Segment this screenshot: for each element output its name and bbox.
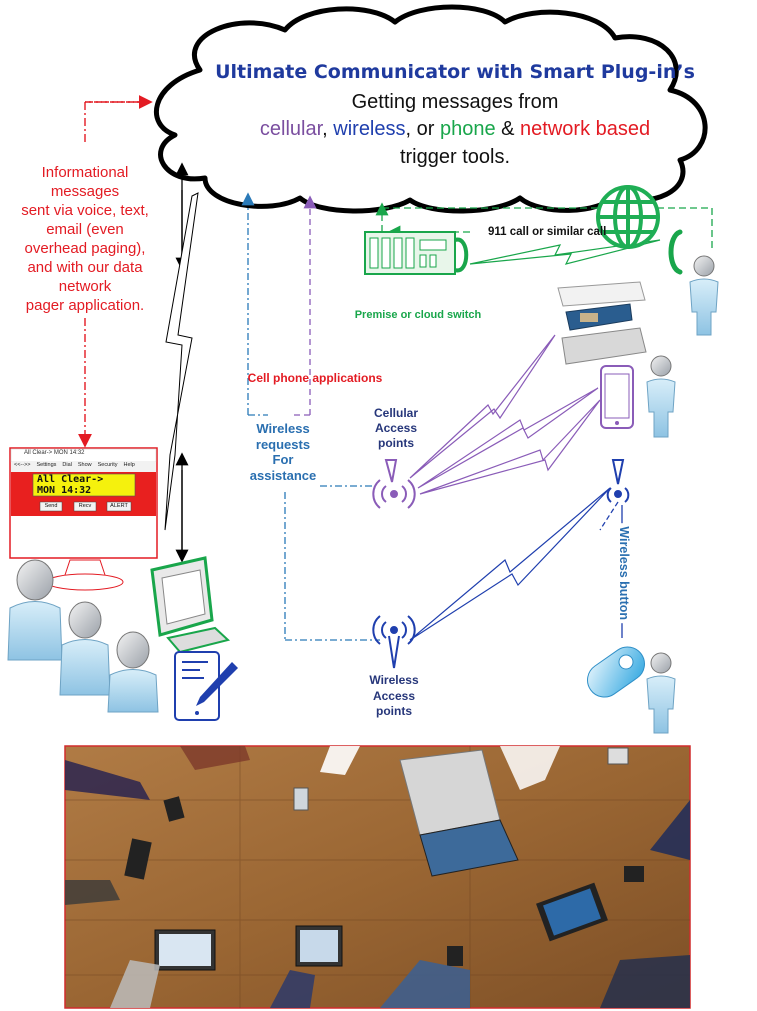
cloud-trigger-part-6: network based [520, 118, 651, 140]
cellular-tower-icon [372, 459, 416, 509]
wireless-requests-path [241, 192, 380, 641]
label-cell-phone-apps: Cell phone applications [247, 371, 383, 385]
person-icon-button [646, 652, 676, 734]
cloud-trigger-tools: trigger tools. [399, 146, 511, 168]
cloud-trigger-part-0: cellular [259, 118, 323, 140]
info-text-line-7: pager application. [25, 297, 145, 314]
pager-display-line2: MON 14:32 [37, 485, 92, 496]
label-911-call: 911 call or similar call [488, 226, 607, 238]
cloud-trigger-sources: cellular, wireless, or phone & network b… [180, 118, 730, 141]
pager-menu-item-2[interactable]: Dial [62, 462, 72, 468]
pager-send-button[interactable]: Send [44, 503, 58, 509]
wireless-requests-line-3: assistance [249, 467, 317, 483]
person-icon-left-1 [7, 559, 63, 661]
pager-window-title: All Clear-> MON 14:32 [24, 450, 85, 456]
cloud-trigger-part-4: phone [439, 118, 496, 140]
wireless-tower-icon [372, 615, 416, 669]
label-premise-switch: Premise or cloud switch [354, 309, 482, 321]
pager-menu-item-5[interactable]: Help [123, 462, 135, 468]
cell-app-path [290, 195, 317, 416]
wireless-lightning [409, 487, 611, 641]
info-text-line-5: and with our data [27, 259, 143, 276]
pager-display-line1: All Clear-> [37, 474, 104, 485]
person-icon-phone [689, 255, 719, 336]
person-icon-left-3 [107, 631, 159, 713]
cloud-trigger-part-3: , or [405, 118, 440, 140]
wireless-requests-line-2: For [272, 452, 294, 467]
person-icon-cellular [646, 355, 676, 438]
cloud-trigger-part-5: & [495, 118, 521, 140]
cellular-ap-line-1: Access [374, 421, 418, 435]
cellular-ap-line-2: points [378, 436, 414, 450]
cloud-trigger-part-2: wireless [333, 118, 406, 140]
pager-menu-item-3[interactable]: Show [77, 462, 92, 468]
info-text-line-1: messages [50, 183, 120, 200]
cloud-title: Ultimate Communicator with Smart Plug-in… [215, 61, 695, 83]
button-link-line [599, 501, 619, 531]
wireless-requests-line-0: Wireless [256, 421, 310, 436]
pager-menu-bar[interactable]: <<-->> Settings Dial Show Security Help [14, 462, 154, 468]
handset-icon [668, 229, 683, 275]
pager-menu-item-4[interactable]: Security [97, 462, 118, 468]
wireless-ap-line-0: Wireless [369, 673, 419, 687]
globe-icon [596, 185, 660, 249]
info-text-line-6: network [58, 278, 112, 295]
button-antenna-icon [606, 459, 630, 503]
wireless-requests-line-1: requests [255, 436, 311, 452]
info-text-line-2: sent via voice, text, [21, 202, 149, 219]
pager-menu-item-1[interactable]: Settings [36, 462, 57, 468]
premise-switch-icon [364, 231, 469, 275]
smartphone-icon [600, 365, 634, 429]
pager-menu-item-0[interactable]: <<-->> [14, 462, 31, 468]
wireless-button-device [587, 646, 645, 698]
smart-device-image [557, 281, 647, 365]
label-wireless-button: Wireless button [616, 523, 632, 624]
desktop-monitor-icon [150, 556, 231, 654]
cloud-shape [153, 4, 708, 214]
pager-alert-button[interactable]: ALERT [110, 503, 128, 509]
pager-app-monitor [9, 447, 158, 591]
cellular-lightning [409, 334, 601, 495]
cellular-ap-line-0: Cellular [373, 406, 418, 420]
info-text-line-0: Informational [41, 164, 129, 181]
pager-recv-button[interactable]: Recv [78, 503, 92, 509]
wireless-ap-line-1: Access [372, 688, 416, 703]
cloud-trigger-part-1: , [322, 118, 334, 140]
wireless-ap-line-2: points [376, 704, 412, 718]
meeting-table-photo [64, 745, 691, 1009]
person-icon-left-2 [59, 601, 111, 696]
info-text-line-4: overhead paging), [24, 240, 146, 257]
informational-messages-text: Informational messages sent via voice, tex… [0, 163, 170, 315]
info-text-line-3: email (even [46, 221, 124, 238]
cloud-subtitle: Getting messages from [351, 91, 559, 113]
lightning-cloud-to-pc [164, 192, 199, 531]
lightning-phone [469, 239, 661, 265]
info-messages-arrow [78, 95, 153, 448]
tablet-pen-icon [174, 651, 238, 721]
